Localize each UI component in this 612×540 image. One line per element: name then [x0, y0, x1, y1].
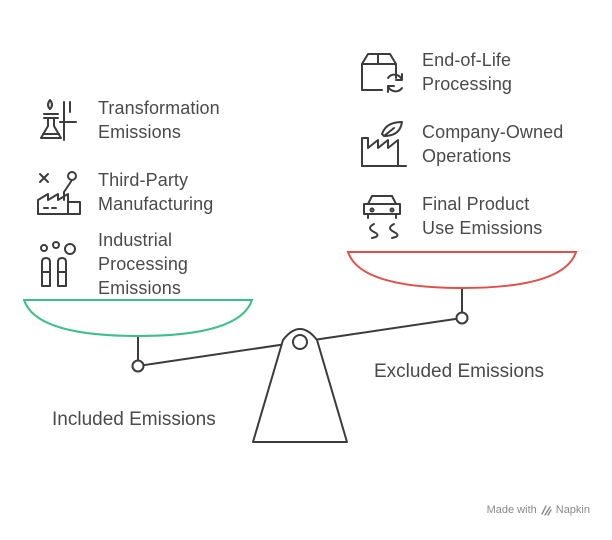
flask-flame-icon — [40, 99, 77, 141]
watermark-brand: Napkin — [555, 504, 590, 516]
excluded-pan — [346, 251, 578, 290]
center-pivot — [292, 334, 308, 350]
watermark-prefix: Made with — [486, 504, 537, 516]
item-label-line: Processing — [422, 74, 513, 94]
item-label-line: Transformation — [98, 98, 220, 118]
excluded-item-company-owned-operations: Company-Owned Operations — [422, 120, 563, 168]
factory-robot-arm-icon — [37, 171, 81, 215]
left-pivot — [131, 359, 145, 373]
item-label-line: Emissions — [98, 278, 181, 298]
excluded-item-end-of-life-processing: End-of-Life Processing — [422, 48, 512, 96]
excluded-item-final-product-use-emissions: Final Product Use Emissions — [422, 192, 542, 240]
item-label-line: Company-Owned — [422, 122, 564, 142]
item-label-line: Industrial — [98, 230, 173, 250]
item-label-line: Final Product — [422, 194, 530, 214]
item-label-line: Use Emissions — [422, 218, 543, 238]
included-item-industrial-processing-emissions: Industrial Processing Emissions — [98, 228, 188, 300]
item-label-line: Third-Party — [98, 170, 189, 190]
included-emissions-caption: Included Emissions — [52, 409, 216, 430]
item-label-line: Processing — [98, 254, 189, 274]
included-item-transformation-emissions: Transformation Emissions — [98, 96, 220, 144]
napkin-logo-icon — [541, 504, 552, 516]
excluded-emissions-caption: Excluded Emissions — [374, 361, 545, 382]
smokestacks-icon — [40, 241, 76, 287]
car-exhaust-icon — [363, 195, 401, 239]
box-recycle-icon — [361, 53, 403, 93]
included-item-third-party-manufacturing: Third-Party Manufacturing — [98, 168, 213, 216]
item-label-line: Operations — [422, 146, 512, 166]
item-label-line: Emissions — [98, 122, 181, 142]
factory-leaf-icon — [361, 121, 407, 167]
item-label-line: End-of-Life — [422, 50, 512, 70]
made-with-napkin-watermark[interactable]: Made with Napkin — [487, 504, 590, 516]
scale-stand — [252, 328, 348, 443]
right-pivot — [455, 311, 469, 325]
included-pan — [22, 299, 254, 338]
item-label-line: Manufacturing — [98, 194, 214, 214]
